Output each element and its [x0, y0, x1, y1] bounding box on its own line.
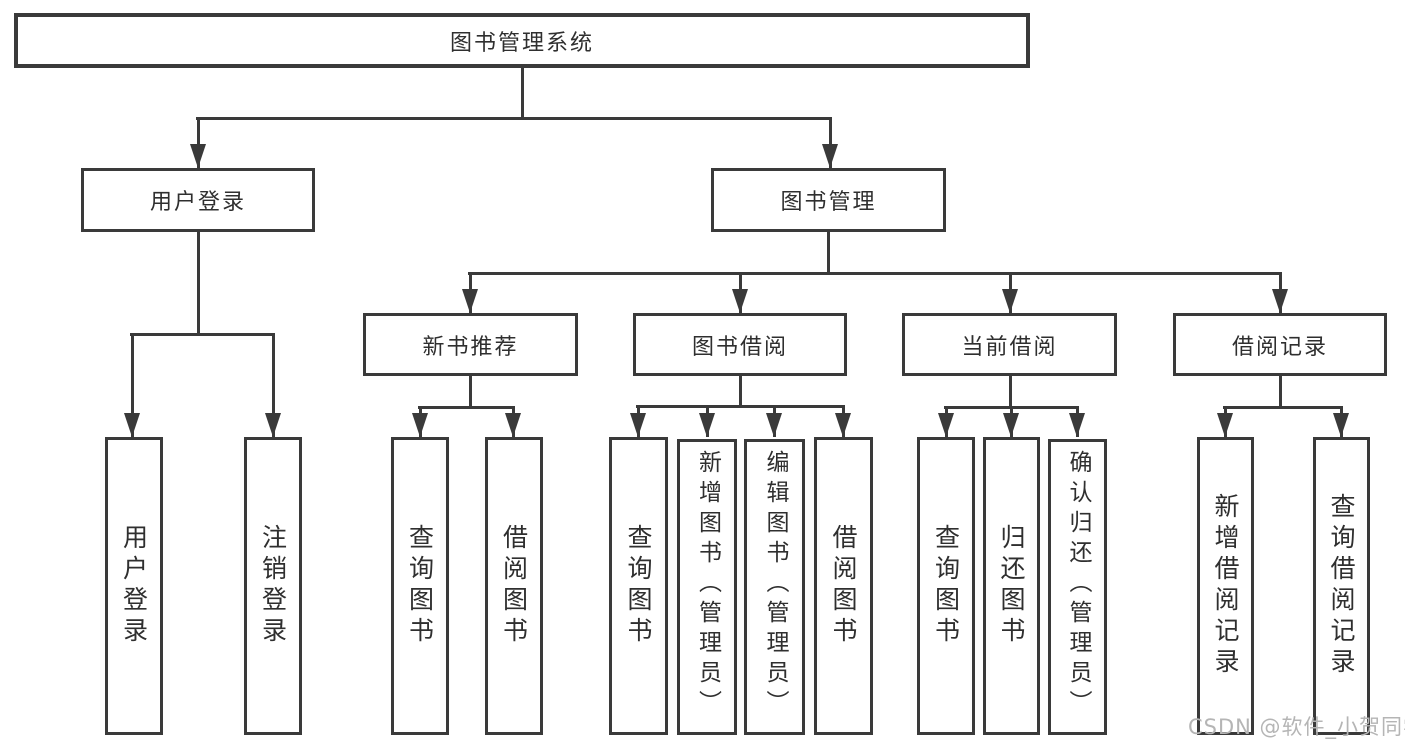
arrow-down-icon — [1217, 413, 1233, 437]
node-current-borrowing: 当前借阅 — [902, 313, 1117, 376]
node-label: 用户登录 — [119, 524, 149, 648]
watermark: CSDN @软件_小贺同学 — [1188, 715, 1405, 739]
node-leaf-add-books-admin: 新增图书（管理员） — [677, 439, 737, 735]
connector-line — [130, 333, 275, 336]
arrow-down-icon — [822, 144, 838, 168]
node-label: 注销登录 — [258, 524, 288, 648]
node-label: 当前借阅 — [961, 334, 1058, 360]
connector-line — [197, 232, 200, 334]
node-label: 新书推荐 — [422, 334, 519, 360]
node-leaf-query-books-recommend: 查询图书 — [391, 437, 449, 735]
connector-line — [1279, 376, 1282, 407]
node-label: 查询图书 — [624, 524, 653, 648]
arrow-down-icon — [124, 413, 140, 437]
node-label: 编辑图书（管理员） — [762, 450, 788, 720]
node-label: 图书借阅 — [691, 334, 788, 360]
arrow-down-icon — [190, 144, 206, 168]
arrow-down-icon — [630, 413, 646, 437]
arrow-down-icon — [699, 413, 715, 437]
arrow-down-icon — [732, 289, 748, 313]
connector-line — [739, 376, 742, 406]
arrow-down-icon — [1272, 289, 1288, 313]
connector-line — [272, 334, 275, 437]
connector-line — [636, 405, 845, 408]
connector-line — [1009, 376, 1012, 407]
node-label: 借阅图书 — [499, 524, 529, 648]
connector-line — [829, 118, 832, 168]
connector-line — [944, 406, 1079, 409]
node-leaf-query-books-borrowing: 查询图书 — [609, 437, 668, 735]
node-label: 查询图书 — [931, 524, 961, 648]
node-leaf-borrow-books-borrowing: 借阅图书 — [814, 437, 873, 735]
node-borrowing-records: 借阅记录 — [1173, 313, 1387, 376]
node-leaf-query-books-current: 查询图书 — [917, 437, 975, 735]
node-label: 借阅记录 — [1231, 334, 1328, 360]
arrow-down-icon — [1002, 289, 1018, 313]
arrow-down-icon — [766, 413, 782, 437]
connector-line — [1223, 406, 1343, 409]
connector-line — [521, 68, 524, 118]
node-label: 查询借阅记录 — [1327, 493, 1356, 679]
node-leaf-confirm-return-admin: 确认归还（管理员） — [1048, 439, 1107, 735]
connector-line — [827, 232, 830, 273]
node-label: 用户登录 — [149, 190, 246, 215]
arrow-down-icon — [938, 413, 954, 437]
arrow-down-icon — [265, 413, 281, 437]
node-leaf-query-borrow-record: 查询借阅记录 — [1313, 437, 1370, 735]
arrow-down-icon — [462, 289, 478, 313]
node-book-management-system: 图书管理系统 — [14, 13, 1030, 68]
arrow-down-icon — [412, 413, 428, 437]
node-label: 借阅图书 — [829, 524, 858, 648]
node-label: 查询图书 — [405, 524, 435, 648]
node-leaf-borrow-books-recommend: 借阅图书 — [485, 437, 543, 735]
node-label: 图书管理系统 — [449, 30, 594, 56]
node-leaf-add-borrow-record: 新增借阅记录 — [1197, 437, 1254, 735]
arrow-down-icon — [505, 413, 521, 437]
connector-line — [196, 117, 832, 120]
arrow-down-icon — [1333, 413, 1349, 437]
connector-line — [418, 406, 515, 409]
connector-line — [468, 272, 1282, 275]
node-leaf-return-books: 归还图书 — [983, 437, 1040, 735]
node-new-book-recommend: 新书推荐 — [363, 313, 578, 376]
connector-line — [197, 118, 200, 168]
connector-line — [469, 376, 472, 407]
node-book-management: 图书管理 — [711, 168, 946, 232]
node-label: 归还图书 — [997, 524, 1026, 648]
node-book-borrowing: 图书借阅 — [633, 313, 847, 376]
node-label: 确认归还（管理员） — [1065, 450, 1091, 720]
connector-line — [131, 334, 134, 437]
node-label: 图书管理 — [780, 190, 877, 215]
node-leaf-user-login: 用户登录 — [105, 437, 163, 735]
node-user-login: 用户登录 — [81, 168, 315, 232]
arrow-down-icon — [1003, 413, 1019, 437]
arrow-down-icon — [835, 413, 851, 437]
node-leaf-logout: 注销登录 — [244, 437, 302, 735]
node-label: 新增图书（管理员） — [694, 450, 721, 720]
node-label: 新增借阅记录 — [1211, 493, 1240, 679]
arrow-down-icon — [1069, 413, 1085, 437]
node-leaf-edit-books-admin: 编辑图书（管理员） — [744, 439, 805, 735]
